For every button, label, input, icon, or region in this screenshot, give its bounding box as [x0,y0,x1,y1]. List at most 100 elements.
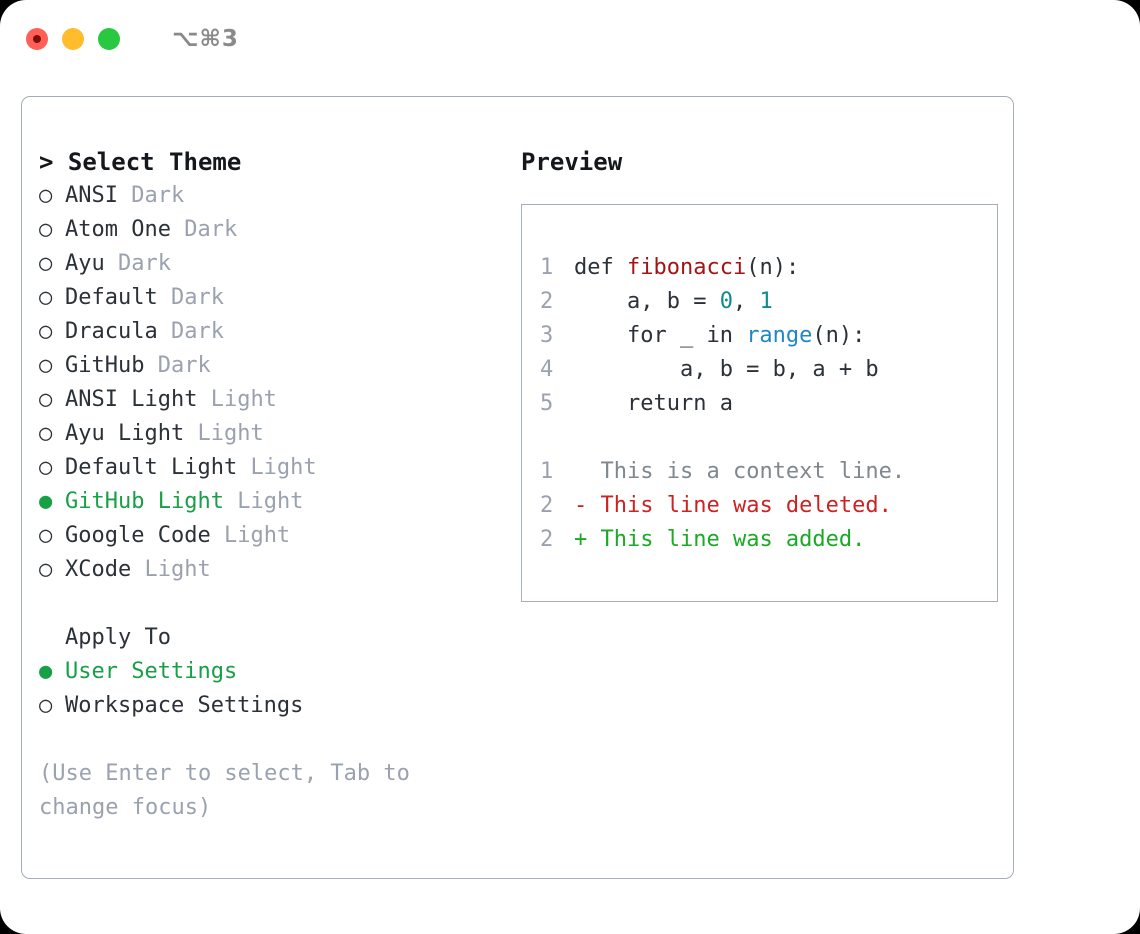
diff-line-number: 1 [540,459,554,484]
diff-line-number: 2 [540,527,554,552]
theme-variant-badge: Dark [157,353,211,378]
main-panel: > Select Theme ○ANSI Dark○Atom One Dark○… [21,96,1014,879]
code-token-kw: for _ in [574,323,747,348]
theme-option-space [105,247,118,281]
code-line: 2 a, b = 0, 1 [540,285,997,319]
apply-to-heading: Apply To [65,625,171,650]
diff-line-ctx: 1 This is a context line. [540,455,997,489]
theme-option-label: XCode [65,557,132,582]
theme-option-dracula[interactable]: ○Dracula Dark [39,315,504,349]
code-token-pun: (n): [746,255,800,280]
radio-unselected-icon: ○ [39,285,53,310]
diff-line-text: This is a context line. [600,459,906,484]
theme-option-label: Atom One [65,217,171,242]
radio-unselected-icon: ○ [39,523,53,548]
code-token-num: 1 [759,289,773,314]
theme-option-atom-one[interactable]: ○Atom One Dark [39,213,504,247]
theme-option-ayu[interactable]: ○Ayu Dark [39,247,504,281]
code-token-kw: return a [574,391,733,416]
theme-option-label: ANSI Light [65,387,198,412]
theme-option-space [211,519,224,553]
theme-option-default[interactable]: ○Default Dark [39,281,504,315]
theme-option-label: GitHub Light [65,489,224,514]
theme-option-space [224,485,237,519]
line-number: 1 [540,255,554,280]
apply-to-option-user-settings[interactable]: ●User Settings [39,655,504,689]
code-token-call: range [746,323,813,348]
radio-selected-icon: ● [39,489,53,514]
theme-variant-badge: Light [210,387,277,412]
diff-sample: 1 This is a context line.2- This line wa… [540,455,997,557]
theme-option-space [184,417,197,451]
theme-selector-column: > Select Theme ○ANSI Dark○Atom One Dark○… [39,145,504,878]
theme-option-ansi[interactable]: ○ ANSI Dark [39,179,504,213]
radio-unselected-icon: ○ [39,319,53,344]
theme-variant-badge: Light [144,557,211,582]
apply-to-option-workspace-settings[interactable]: ○Workspace Settings [39,689,504,723]
theme-option-xcode[interactable]: ○ XCode Light [39,553,504,587]
code-line-text: for _ in range(n): [574,319,865,353]
radio-unselected-icon: ○ [39,557,53,582]
apply-to-list: ●User Settings○Workspace Settings [39,655,504,723]
theme-option-google-code[interactable]: ○ Google Code Light [39,519,504,553]
theme-variant-badge: Dark [131,183,185,208]
theme-option-default-light[interactable]: ○Default Light Light [39,451,504,485]
theme-option-ayu-light[interactable]: ○Ayu Light Light [39,417,504,451]
theme-variant-badge: Light [250,455,317,480]
code-line-text: def fibonacci(n): [574,251,799,285]
line-number: 4 [540,357,554,382]
theme-option-label: Ayu Light [65,421,185,446]
minimize-button-icon[interactable] [62,28,84,50]
diff-line-text: This line was added. [600,527,866,552]
theme-variant-badge: Dark [170,319,224,344]
title-bar: ⌥⌘3 [0,0,1140,78]
minimize-dot-icon [69,35,77,43]
theme-option-label: Ayu [65,251,105,276]
code-token-kw: a, b = [574,289,720,314]
diff-line-del: 2- This line was deleted. [540,489,997,523]
theme-option-github-light[interactable]: ● GitHub Light Light [39,485,504,519]
theme-option-ansi-light[interactable]: ○ ANSI Light Light [39,383,504,417]
theme-option-label: Google Code [65,523,211,548]
line-number: 2 [540,289,554,314]
code-line-text: return a [574,387,733,421]
radio-unselected-icon: ○ [39,217,53,242]
theme-option-label: ANSI [65,183,118,208]
diff-line-number: 2 [540,493,554,518]
radio-unselected-icon: ○ [39,183,53,208]
code-line: 5 return a [540,387,997,421]
code-line-text: a, b = b, a + b [574,353,879,387]
code-token-fn: fibonacci [626,255,747,280]
code-token-kw: a, b = b, a + b [574,357,879,382]
code-line: 1 def fibonacci(n): [540,251,997,285]
select-theme-heading: > Select Theme [39,145,504,179]
code-diff-separator [540,421,997,455]
radio-selected-icon: ● [39,659,53,684]
zoom-dot-icon [105,35,113,43]
theme-option-label: Default Light [65,455,238,480]
code-token-kw: def [574,255,627,280]
radio-unselected-icon: ○ [39,387,53,412]
theme-option-space [171,213,184,247]
radio-unselected-icon: ○ [39,353,53,378]
zoom-button-icon[interactable] [98,28,120,50]
line-number: 3 [540,323,554,348]
code-token-pun: (n): [812,323,866,348]
keyboard-shortcut-label: ⌥⌘3 [172,26,239,52]
close-button-icon[interactable] [26,28,48,50]
diff-sign-icon [574,455,601,489]
theme-option-space [131,553,144,587]
theme-option-space [118,179,131,213]
theme-variant-badge: Light [223,523,291,548]
apply-to-section: Apply To ●User Settings○Workspace Settin… [39,621,504,723]
line-number: 5 [540,391,554,416]
theme-variant-badge: Light [237,489,304,514]
theme-option-label: Default [65,285,158,310]
diff-sign-icon: + [574,527,601,552]
theme-option-space [237,451,250,485]
theme-option-github[interactable]: ○GitHub Dark [39,349,504,383]
